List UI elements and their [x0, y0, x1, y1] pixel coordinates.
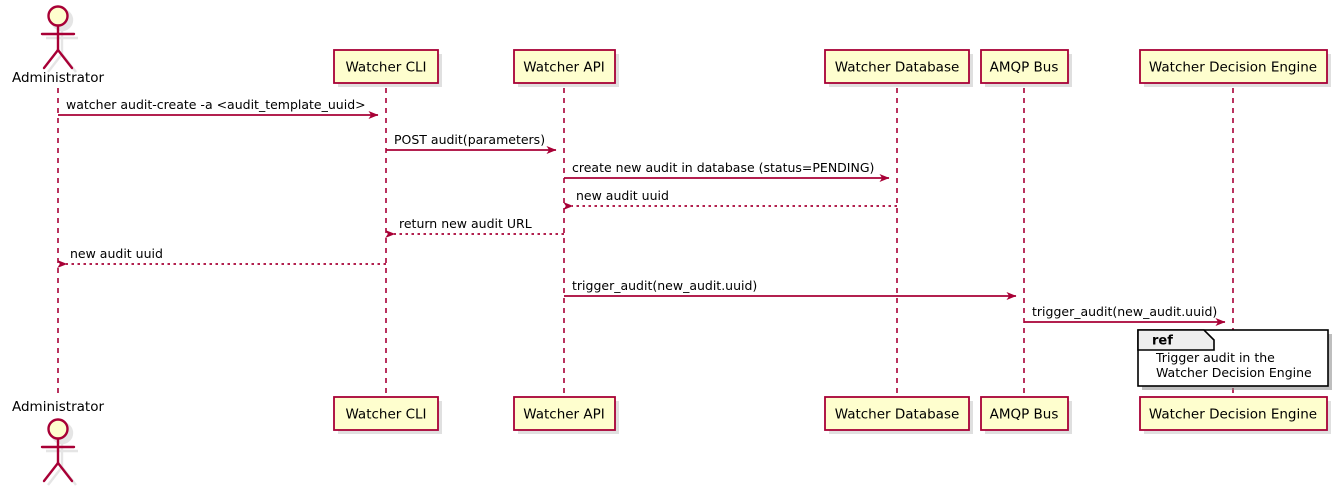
- participant-label-watcher-database-top: Watcher Database: [835, 60, 960, 76]
- ref-fragment-tab: [1137, 329, 1215, 351]
- message-5[interactable]: return new audit URL: [385, 216, 564, 238]
- message-4[interactable]: new audit uuid: [563, 188, 897, 210]
- participant-label-watcher-cli-bottom: Watcher CLI: [345, 407, 426, 423]
- actor-administrator-bottom: Administrator: [12, 399, 104, 486]
- message-2[interactable]: POST audit(parameters): [386, 132, 557, 154]
- participant-label-amqp-bus-top: AMQP Bus: [990, 60, 1059, 76]
- participant-box-watcher-cli-bottom[interactable]: Watcher CLI: [333, 396, 439, 431]
- participant-box-amqp-bus-bottom[interactable]: AMQP Bus: [980, 396, 1069, 431]
- message-5-label: return new audit URL: [399, 216, 532, 231]
- actor-leg-left: [42, 48, 60, 70]
- participant-box-watcher-cli-top[interactable]: Watcher CLI: [333, 49, 439, 84]
- message-8[interactable]: trigger_audit(new_audit.uuid): [1024, 304, 1226, 326]
- message-6-label: new audit uuid: [70, 246, 163, 261]
- message-7[interactable]: trigger_audit(new_audit.uuid): [564, 278, 1017, 300]
- actor-label-top: Administrator: [12, 70, 104, 86]
- message-3[interactable]: create new audit in database (status=PEN…: [564, 160, 890, 182]
- participant-box-watcher-decision-engine-top[interactable]: Watcher Decision Engine: [1139, 49, 1328, 84]
- ref-fragment-trigger-audit[interactable]: ref Trigger audit in the Watcher Decisio…: [1137, 329, 1332, 390]
- actor-administrator-top: Administrator: [12, 5, 104, 86]
- message-7-label: trigger_audit(new_audit.uuid): [572, 278, 757, 293]
- participant-label-watcher-api-top: Watcher API: [523, 60, 605, 76]
- actor-head-icon: [47, 5, 69, 27]
- message-6[interactable]: new audit uuid: [57, 246, 386, 268]
- participant-label-watcher-api-bottom: Watcher API: [523, 407, 605, 423]
- participant-box-watcher-database-bottom[interactable]: Watcher Database: [824, 396, 970, 431]
- message-1-label: watcher audit-create -a <audit_template_…: [66, 97, 366, 112]
- actor-leg-right: [56, 48, 74, 70]
- actor-head-icon-bottom: [47, 418, 69, 440]
- participants-bottom: Watcher CLI Watcher API Watcher Database…: [333, 396, 1328, 431]
- participant-box-amqp-bus-top[interactable]: AMQP Bus: [980, 49, 1069, 84]
- participants-top: Watcher CLI Watcher API Watcher Database…: [333, 49, 1328, 84]
- participant-label-watcher-decision-engine-bottom: Watcher Decision Engine: [1149, 407, 1317, 423]
- participant-box-watcher-api-bottom[interactable]: Watcher API: [513, 396, 616, 431]
- participant-box-watcher-decision-engine-bottom[interactable]: Watcher Decision Engine: [1139, 396, 1328, 431]
- ref-fragment-line-2: Watcher Decision Engine: [1156, 365, 1312, 380]
- participant-box-watcher-database-top[interactable]: Watcher Database: [824, 49, 970, 84]
- message-2-label: POST audit(parameters): [394, 132, 545, 147]
- participant-label-amqp-bus-bottom: AMQP Bus: [990, 407, 1059, 423]
- message-1[interactable]: watcher audit-create -a <audit_template_…: [58, 97, 379, 119]
- message-4-label: new audit uuid: [576, 188, 669, 203]
- message-3-label: create new audit in database (status=PEN…: [572, 160, 874, 175]
- actor-label-bottom: Administrator: [12, 399, 104, 415]
- participant-label-watcher-cli-top: Watcher CLI: [345, 60, 426, 76]
- lifelines: [57, 88, 1234, 398]
- participant-label-watcher-decision-engine-top: Watcher Decision Engine: [1149, 60, 1317, 76]
- ref-fragment-line-1: Trigger audit in the: [1155, 350, 1275, 365]
- ref-fragment-tab-label: ref: [1152, 334, 1173, 349]
- participant-box-watcher-api-top[interactable]: Watcher API: [513, 49, 616, 84]
- participant-label-watcher-database-bottom: Watcher Database: [835, 407, 960, 423]
- message-8-label: trigger_audit(new_audit.uuid): [1032, 304, 1217, 319]
